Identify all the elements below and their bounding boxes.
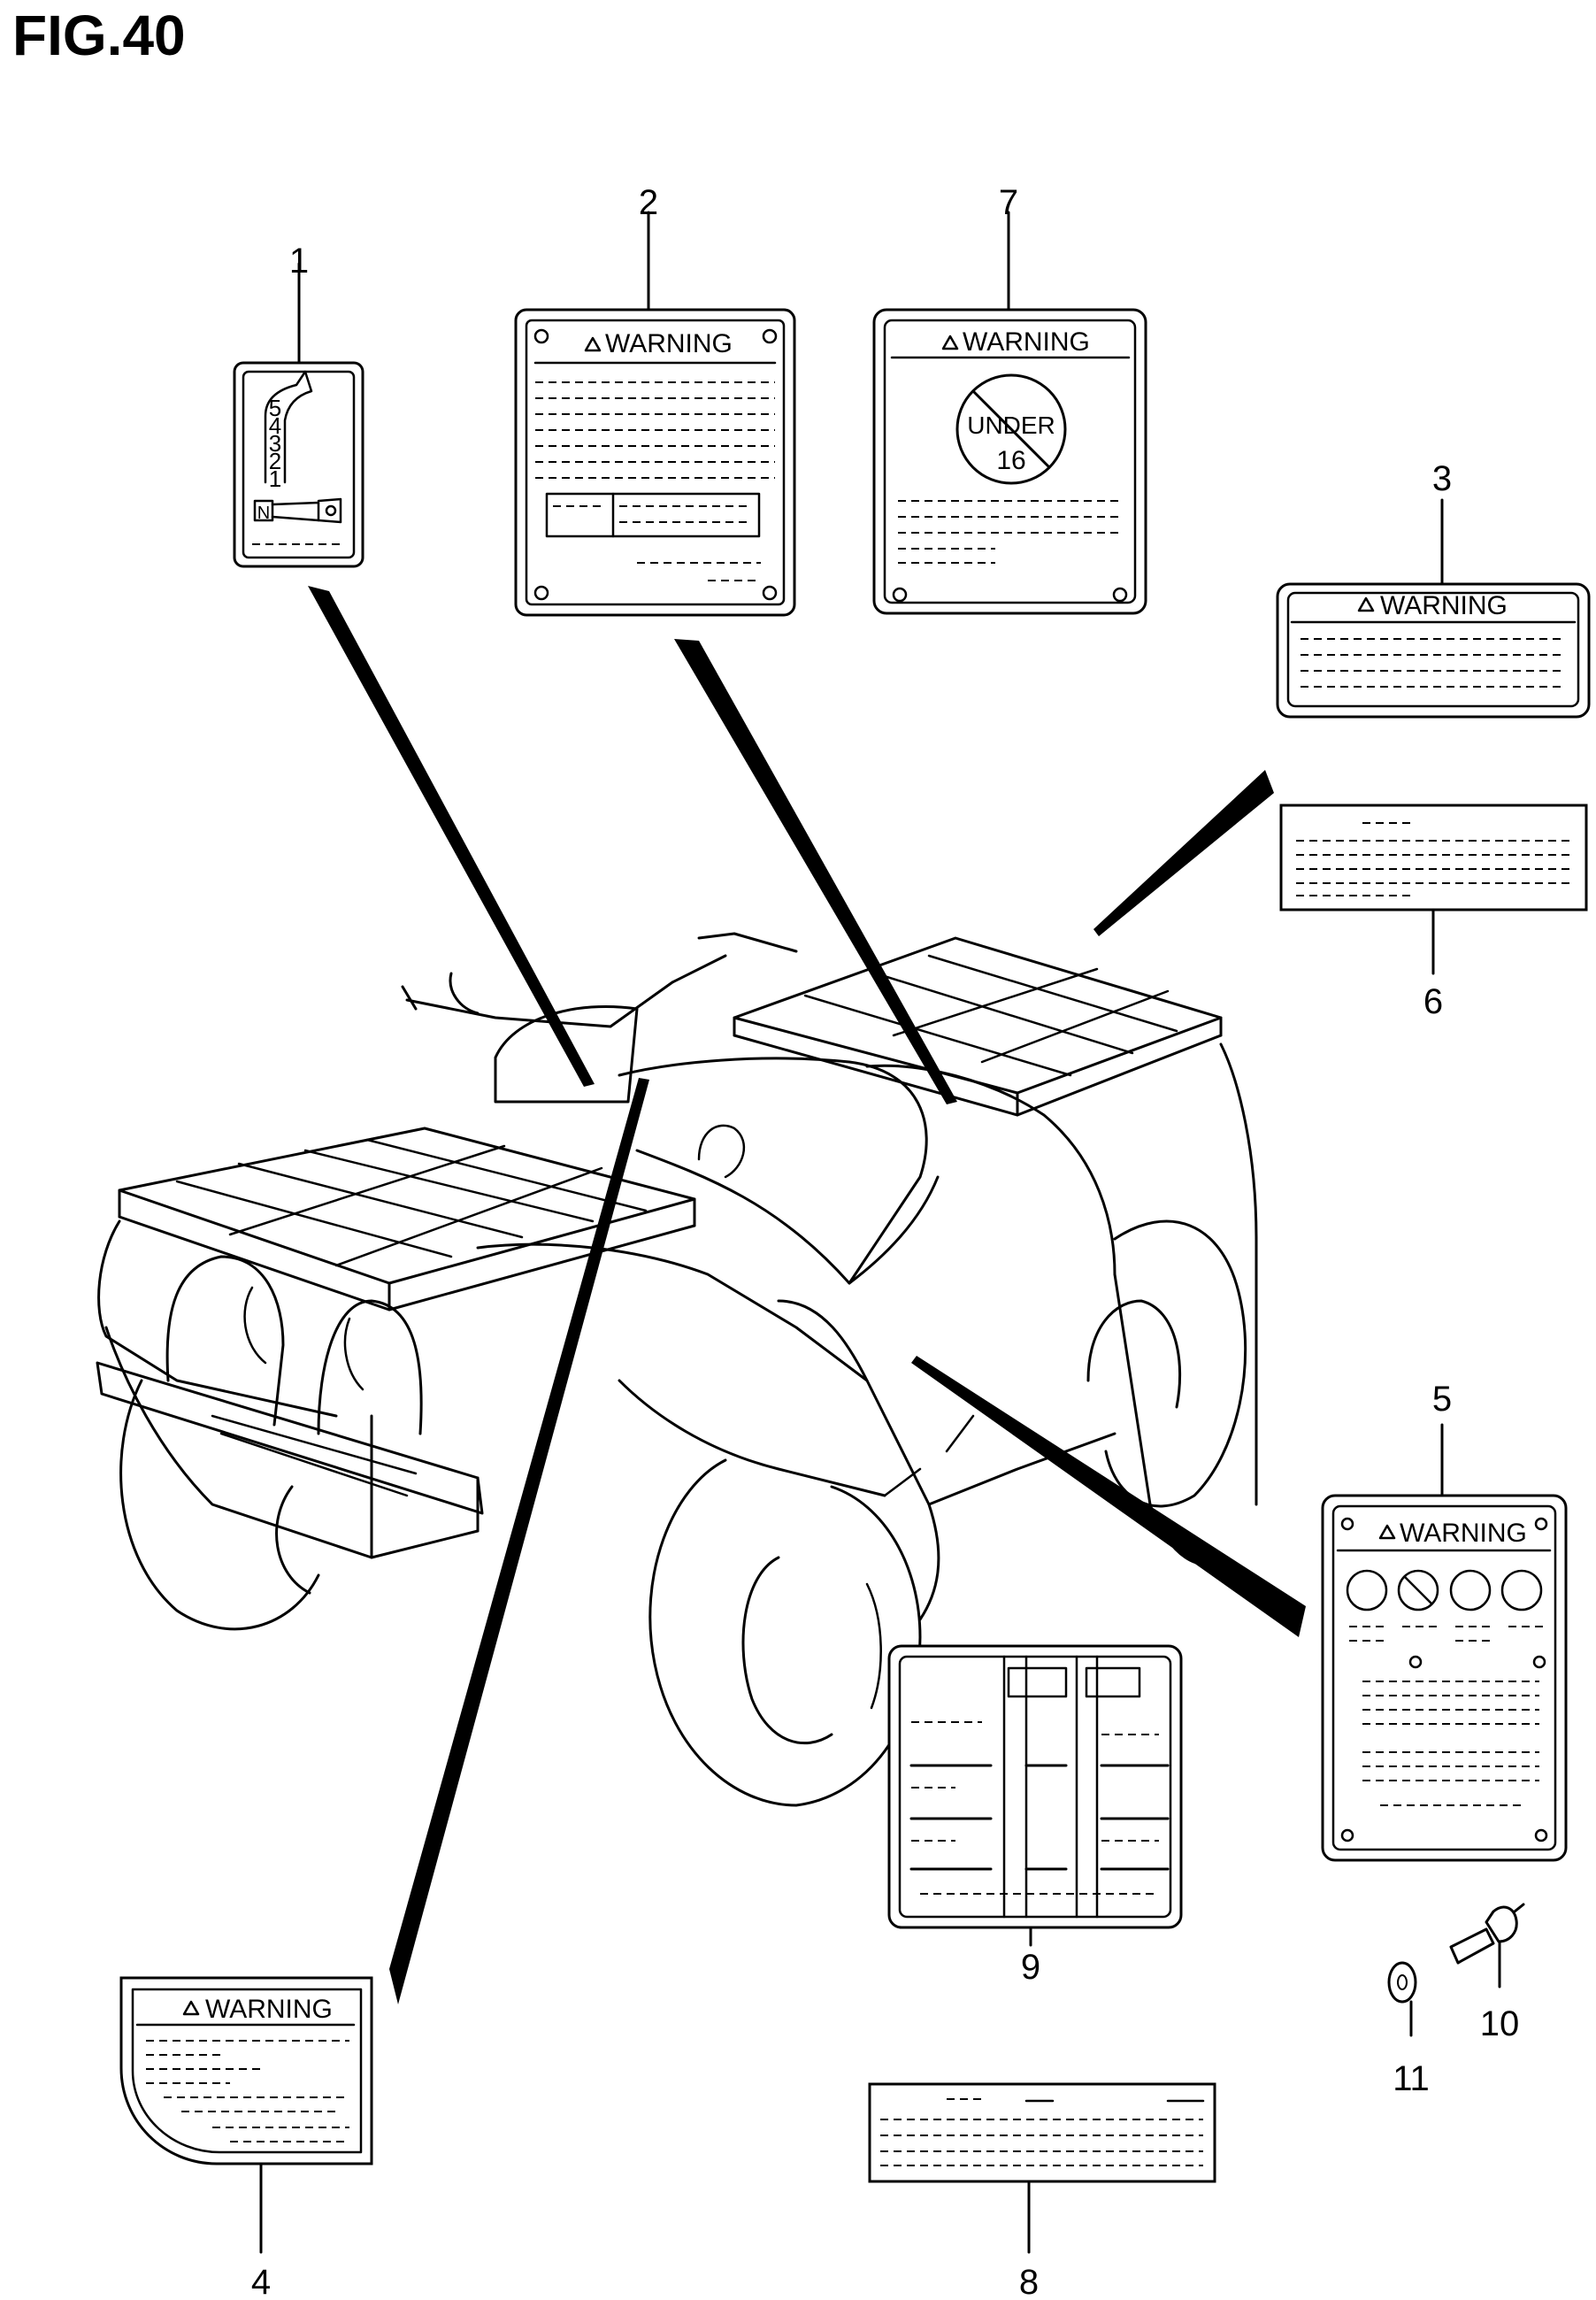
part-1-gear-label: 1 5 4 3 2 1 N bbox=[233, 242, 364, 568]
part-8-info-label: 8 bbox=[868, 2082, 1216, 2300]
rivet-icon bbox=[1449, 1903, 1525, 1965]
svg-text:2: 2 bbox=[269, 448, 281, 474]
svg-text:5: 5 bbox=[269, 395, 281, 421]
svg-text:4: 4 bbox=[269, 412, 281, 439]
washer-icon bbox=[1387, 1961, 1417, 2004]
leader-lines bbox=[308, 586, 1306, 2004]
callout-11: 11 bbox=[1393, 2059, 1430, 2098]
svg-text:N: N bbox=[257, 504, 270, 523]
warning-triangle-icon bbox=[584, 336, 602, 352]
svg-text:16: 16 bbox=[996, 446, 1025, 475]
callout-8: 8 bbox=[1019, 2263, 1039, 2300]
callout-7: 7 bbox=[999, 183, 1018, 222]
svg-text:WARNING: WARNING bbox=[605, 329, 733, 358]
svg-text:1: 1 bbox=[269, 465, 281, 492]
svg-text:3: 3 bbox=[269, 430, 281, 457]
figure-title: FIG.40 bbox=[12, 4, 186, 67]
svg-text:WARNING: WARNING bbox=[1380, 591, 1508, 620]
warning-triangle-icon bbox=[941, 335, 959, 350]
callout-3: 3 bbox=[1432, 459, 1452, 498]
part-2-warning-label: 2 WARNING bbox=[514, 183, 796, 617]
svg-text:WARNING: WARNING bbox=[205, 1995, 333, 2024]
warning-triangle-icon bbox=[1357, 596, 1375, 612]
warning-triangle-icon bbox=[182, 2000, 200, 2016]
svg-text:WARNING: WARNING bbox=[963, 327, 1090, 357]
callout-1: 1 bbox=[289, 242, 309, 281]
callout-2: 2 bbox=[639, 183, 658, 222]
part-6-info-label: 6 bbox=[1279, 804, 1588, 1021]
part-9-spec-label: 9 bbox=[887, 1644, 1183, 1987]
no-riders-under-16-icon: UNDER 16 bbox=[955, 373, 1067, 485]
svg-text:UNDER: UNDER bbox=[967, 412, 1055, 439]
atv-outline bbox=[96, 932, 1258, 1807]
callout-9: 9 bbox=[1021, 1948, 1040, 1987]
callout-4: 4 bbox=[251, 2263, 271, 2300]
gear-shift-icon: 5 4 3 2 1 N bbox=[253, 370, 342, 524]
callout-5: 5 bbox=[1432, 1380, 1452, 1419]
part-4-warning-label: WARNING 4 bbox=[119, 1976, 373, 2300]
callout-6: 6 bbox=[1423, 982, 1443, 1021]
part-11-washer: 11 bbox=[1387, 1961, 1430, 2098]
callout-10: 10 bbox=[1480, 2004, 1520, 2043]
part-7-under-16-label: 7 WARNING UNDER 16 bbox=[872, 183, 1147, 615]
part-3-warning-label: 3 WARNING bbox=[1276, 459, 1591, 719]
svg-text:WARNING: WARNING bbox=[1400, 1519, 1527, 1548]
part-5-warning-label: 5 WARNING bbox=[1321, 1380, 1568, 1862]
part-10-rivet: 10 bbox=[1449, 1903, 1525, 2043]
warning-triangle-icon bbox=[1378, 1524, 1396, 1540]
